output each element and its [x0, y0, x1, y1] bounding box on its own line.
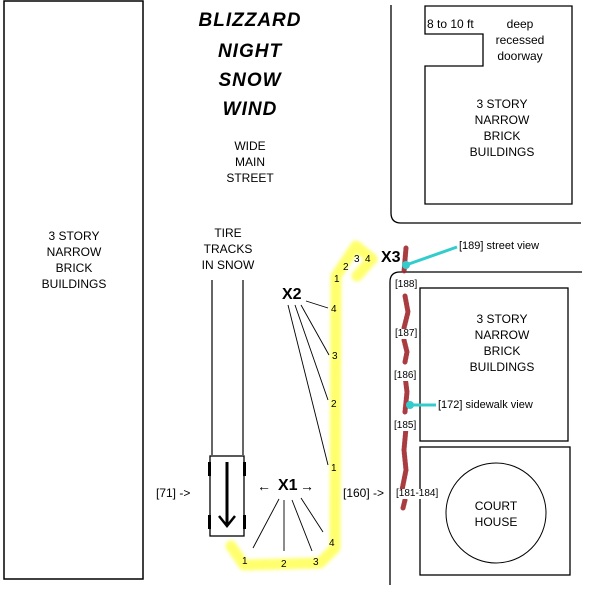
- middle-right-buildings-line: 3 STORY: [476, 312, 528, 326]
- middle-right-buildings-line: BRICK: [483, 344, 521, 358]
- title-line-1: BLIZZARD: [198, 10, 302, 31]
- tire-tracks-line: TIRE: [214, 226, 242, 240]
- street-view-label: [189] street view: [459, 240, 540, 252]
- path-number-vertical-4: 4: [331, 304, 337, 315]
- street-label-line: STREET: [226, 171, 274, 185]
- doorway-desc-line: doorway: [497, 49, 543, 63]
- middle-right-buildings-line: BUILDINGS: [469, 360, 535, 374]
- footprints-trail: [399, 245, 411, 511]
- path-number-top-3: 3: [354, 254, 360, 265]
- middle-right-buildings-line: NARROW: [474, 328, 530, 342]
- street-view-marker: [402, 245, 458, 269]
- middle-right-buildings-label: 3 STORY NARROW BRICK BUILDINGS: [462, 311, 542, 375]
- x3-marker: X3: [381, 249, 401, 266]
- tire-tracks-line: TRACKS: [203, 242, 253, 256]
- doorway-description: deep recessed doorway: [490, 16, 550, 64]
- left-buildings-line: 3 STORY: [48, 229, 100, 243]
- frame-ref-186: [186]: [394, 370, 417, 381]
- path-number-bottom-4: 4: [329, 538, 335, 549]
- path-number-vertical-1: 1: [331, 463, 337, 474]
- street-label: WIDE MAIN STREET: [220, 138, 280, 186]
- frame-ref-181-184: [181-184]: [396, 488, 439, 499]
- tire-tracks-line: IN SNOW: [201, 258, 255, 272]
- court-house-line: COURT: [474, 499, 518, 513]
- court-house-circle: [445, 462, 547, 564]
- doorway-desc-line: deep: [506, 17, 534, 31]
- lower-right-curb: [389, 271, 582, 585]
- left-buildings-line: BUILDINGS: [41, 277, 107, 291]
- x1-right-arrow: →: [300, 478, 314, 494]
- middle-right-building: [419, 287, 569, 442]
- upper-right-buildings-line: 3 STORY: [476, 97, 528, 111]
- title-line-4: WIND: [222, 99, 278, 120]
- left-buildings-block: [3, 0, 144, 580]
- left-buildings-line: BRICK: [55, 261, 93, 275]
- upper-right-buildings-line: NARROW: [474, 113, 530, 127]
- path-number-top-4: 4: [365, 254, 371, 265]
- sidewalk-view-label: [172] sidewalk view: [438, 399, 533, 411]
- court-house-block: [419, 446, 571, 576]
- path-number-bottom-2: 2: [281, 559, 287, 570]
- upper-right-curb: [390, 5, 581, 224]
- path-number-vertical-3: 3: [332, 351, 338, 362]
- left-buildings-label: 3 STORY NARROW BRICK BUILDINGS: [34, 228, 114, 292]
- path-number-bottom-3: 3: [313, 557, 319, 568]
- frame-ref-car: [71] ->: [156, 486, 191, 500]
- court-house-line: HOUSE: [474, 515, 518, 529]
- x2-marker: X2: [282, 286, 302, 303]
- sidewalk-view-marker: [406, 401, 436, 409]
- upper-right-buildings-line: BRICK: [483, 129, 521, 143]
- car-icon: [208, 455, 246, 537]
- street-label-line: WIDE: [234, 139, 266, 153]
- path-number-top-1: 1: [334, 274, 340, 285]
- tire-tracks-label: TIRE TRACKS IN SNOW: [196, 225, 260, 273]
- doorway-desc-line: recessed: [495, 33, 545, 47]
- court-house-label: COURT HOUSE: [466, 498, 526, 530]
- frame-ref-187: [187]: [395, 328, 418, 339]
- x1-marker: X1: [278, 477, 298, 494]
- title-line-3: SNOW: [218, 70, 282, 91]
- x2-pointer-lines: [287, 300, 330, 466]
- frame-ref-185: [185]: [394, 420, 417, 431]
- upper-right-buildings-label: 3 STORY NARROW BRICK BUILDINGS: [462, 96, 542, 160]
- path-number-top-2: 2: [343, 262, 349, 273]
- title-line-2: NIGHT: [217, 41, 283, 62]
- x1-pointer-lines: [252, 497, 324, 552]
- street-label-line: MAIN: [235, 155, 265, 169]
- upper-right-building: [424, 5, 573, 205]
- doorway-depth: 8 to 10 ft: [427, 17, 474, 31]
- frame-ref-188: [188]: [395, 279, 418, 290]
- path-number-bottom-1: 1: [242, 556, 248, 567]
- frame-ref-path: [160] ->: [343, 486, 385, 500]
- upper-right-buildings-line: BUILDINGS: [469, 145, 535, 159]
- x1-left-arrow: ←: [257, 478, 271, 494]
- walking-path: [225, 240, 378, 571]
- left-buildings-line: NARROW: [46, 245, 102, 259]
- path-number-vertical-2: 2: [331, 399, 337, 410]
